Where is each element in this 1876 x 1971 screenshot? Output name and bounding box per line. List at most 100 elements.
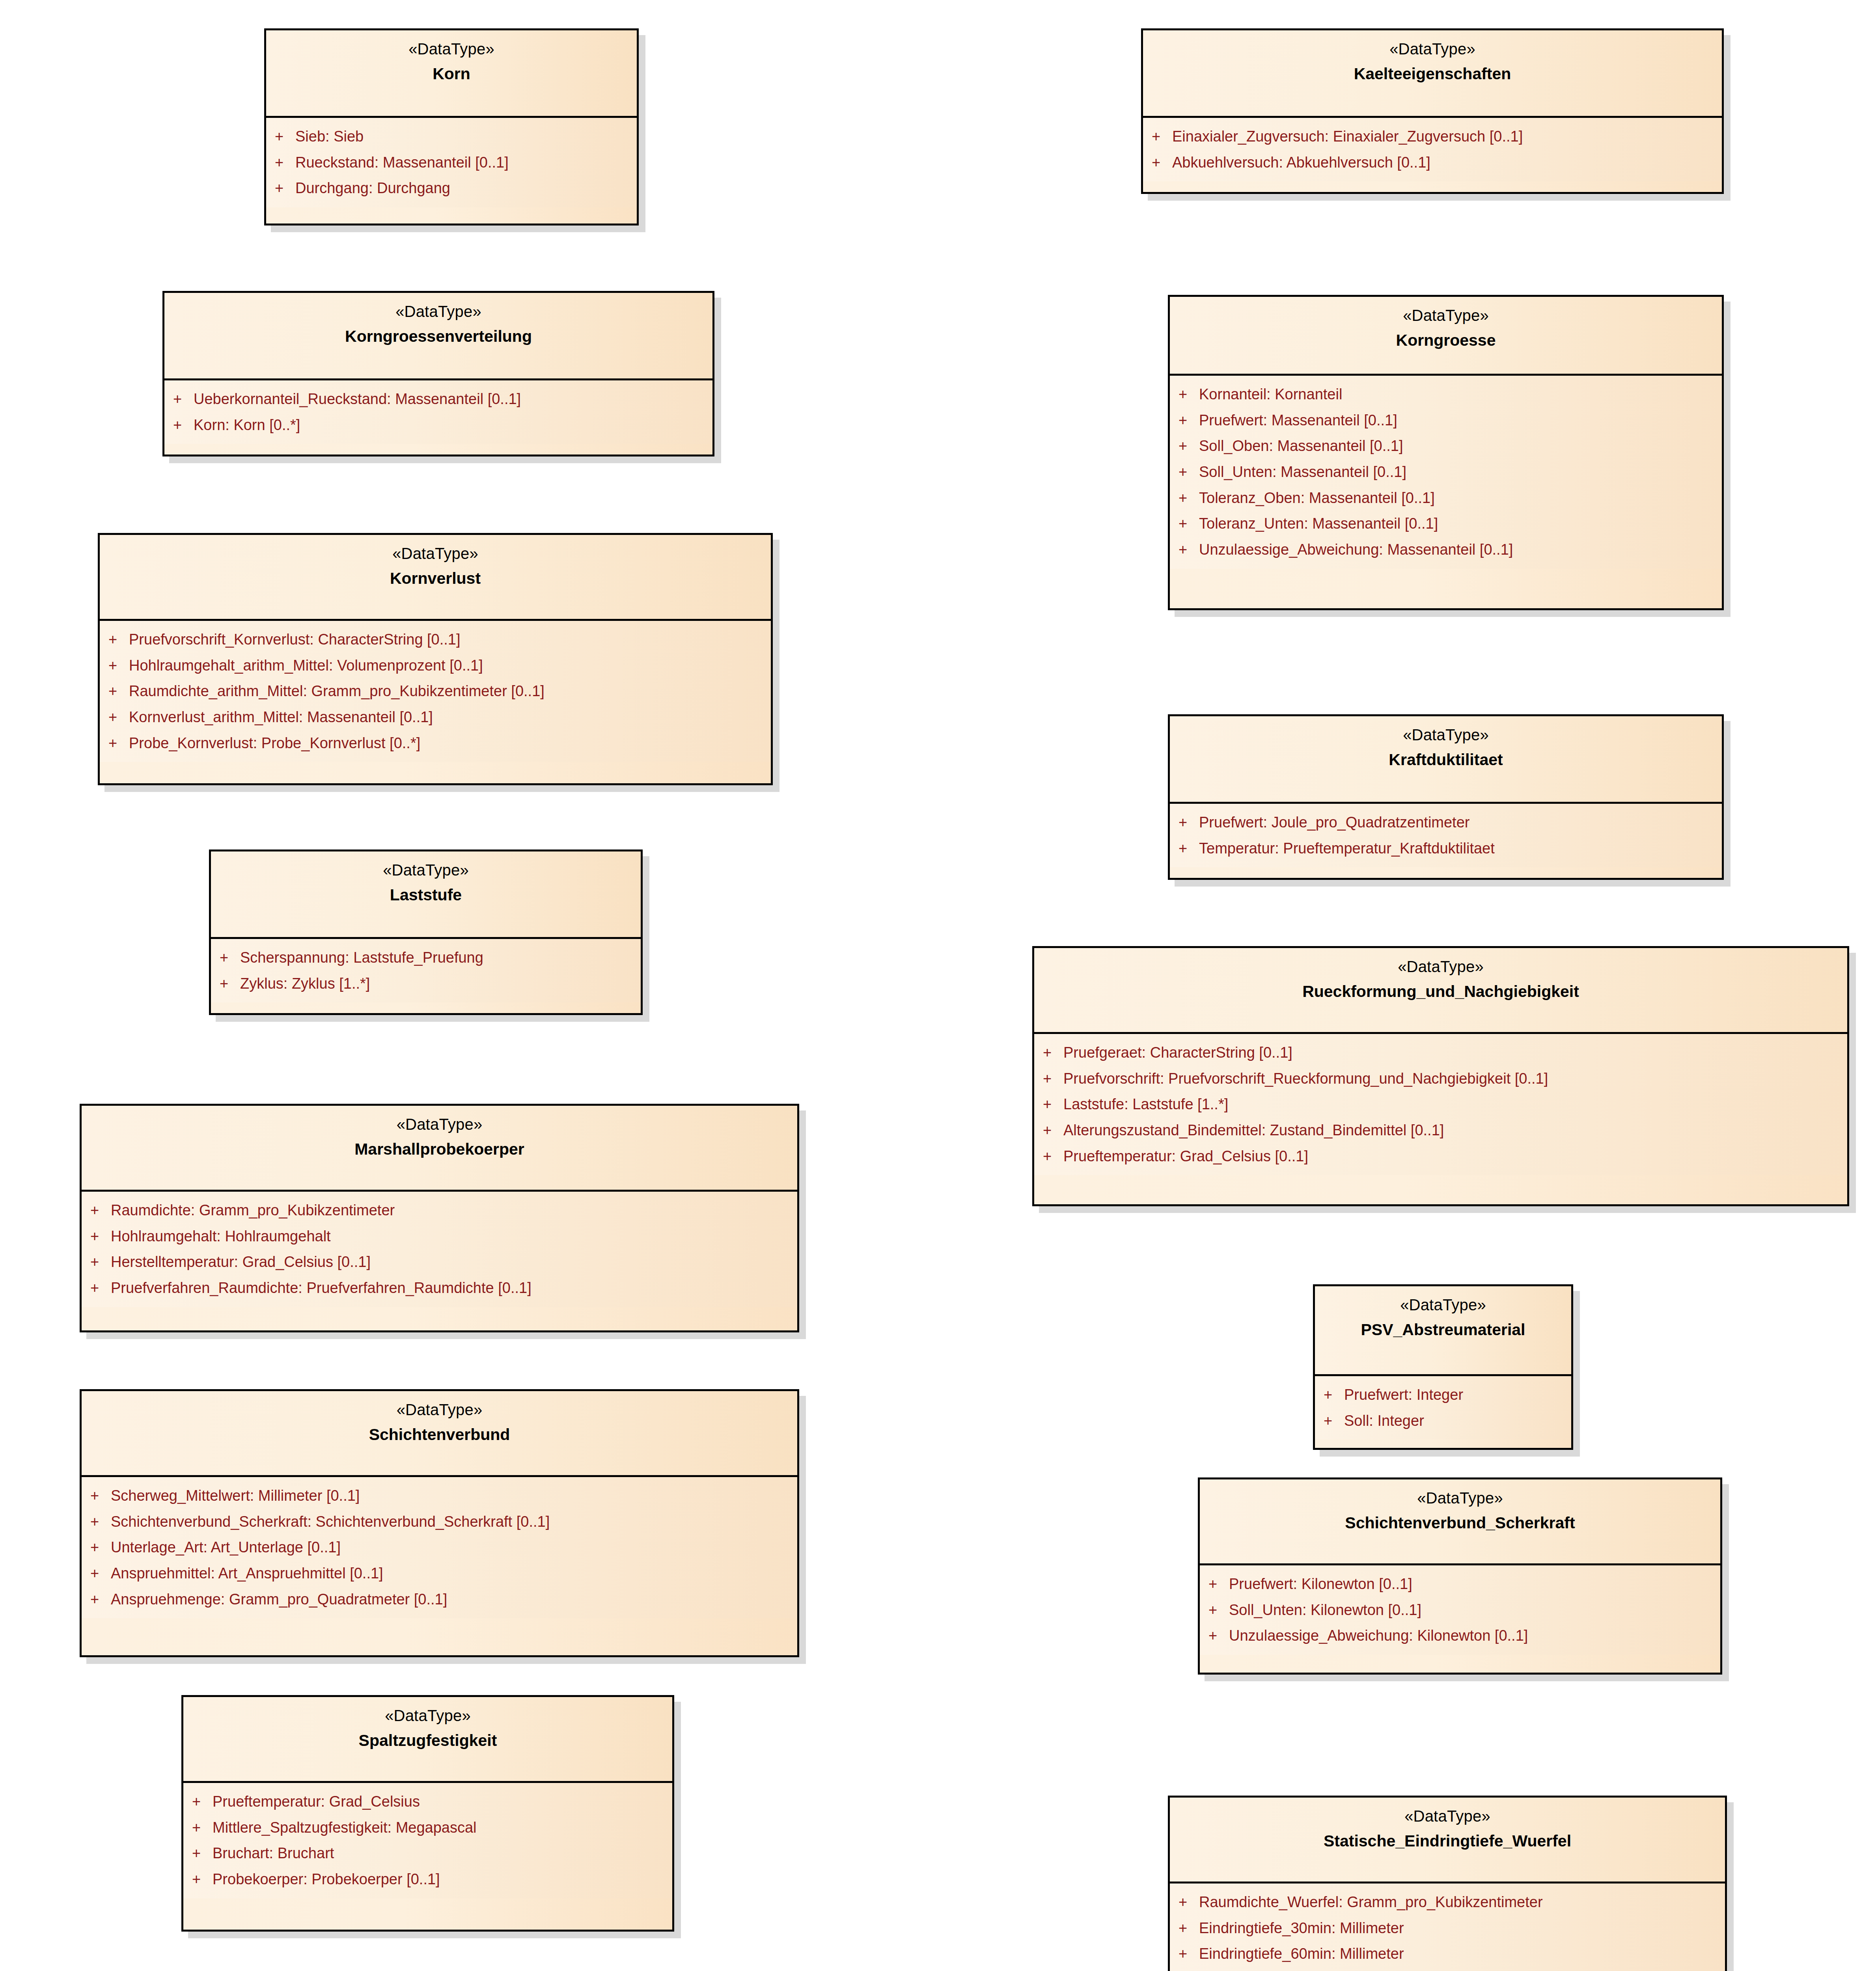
attribute-visibility: + [90, 1591, 111, 1608]
attribute-signature: Korn: Korn [0..*] [194, 417, 300, 434]
attribute-row: +Soll_Unten: Kilonewton [0..1] [1200, 1602, 1720, 1619]
attribute-visibility: + [1208, 1602, 1229, 1619]
attribute-row: +Sieb: Sieb [266, 128, 637, 145]
class-header: «DataType»Korngroesse [1170, 297, 1722, 376]
class-stereotype: «DataType» [89, 1400, 790, 1420]
uml-class-korngroessenverteilung[interactable]: «DataType» Korngroessenverteilung +Ueberko… [162, 291, 714, 456]
attribute-signature: Eindringtiefe_60min: Millimeter [1199, 1945, 1404, 1963]
attribute-row: +Prueftemperatur: Grad_Celsius [0..1] [1034, 1148, 1847, 1165]
attribute-row: +Hohlraumgehalt: Hohlraumgehalt [82, 1228, 797, 1245]
class-attribute-compartment: +Pruefwert: Integer+Soll: Integer [1315, 1376, 1571, 1440]
attribute-signature: Unzulaessige_Abweichung: Massenanteil [0… [1199, 541, 1513, 559]
attribute-visibility: + [108, 631, 129, 648]
attribute-row: +Scherweg_Mittelwert: Millimeter [0..1] [82, 1487, 797, 1505]
class-attribute-compartment: +Ueberkornanteil_Rueckstand: Massenantei… [164, 380, 712, 444]
attribute-visibility: + [192, 1793, 213, 1811]
attribute-signature: Soll: Integer [1344, 1412, 1424, 1430]
attribute-signature: Toleranz_Unten: Massenanteil [0..1] [1199, 515, 1438, 533]
class-name: Kornverlust [107, 568, 764, 589]
attribute-row: +Eindringtiefe_30min: Millimeter [1170, 1920, 1725, 1937]
attribute-signature: Pruefwert: Integer [1344, 1386, 1463, 1404]
class-header: «DataType»Korn [266, 30, 637, 118]
attribute-row: +Ueberkornanteil_Rueckstand: Massenantei… [164, 391, 712, 408]
attribute-signature: Durchgang: Durchgang [295, 180, 450, 197]
attribute-row: +Pruefvorschrift_Kornverlust: CharacterS… [100, 631, 771, 648]
attribute-visibility: + [1324, 1386, 1344, 1404]
attribute-row: +Herstelltemperatur: Grad_Celsius [0..1] [82, 1254, 797, 1271]
class-stereotype: «DataType» [190, 1706, 665, 1725]
uml-class-spaltzugfestigkeit[interactable]: «DataType»Spaltzugfestigkeit+Prueftemper… [181, 1695, 674, 1932]
class-name: Korngroessenverteilung [172, 326, 705, 347]
uml-class-rueckformung_und_nachgiebigkeit[interactable]: «DataType»Rueckformung_und_Nachgiebigkei… [1032, 946, 1849, 1206]
class-header: «DataType» Korngroessenverteilung [164, 293, 712, 380]
uml-class-kornverlust[interactable]: «DataType» Kornverlust +Pruefvorschrift_Ko… [98, 533, 773, 785]
attribute-row: +Laststufe: Laststufe [1..*] [1034, 1096, 1847, 1113]
attribute-signature: Abkuehlversuch: Abkuehlversuch [0..1] [1172, 154, 1430, 171]
attribute-row: +Raumdichte_Wuerfel: Gramm_pro_Kubikzent… [1170, 1894, 1725, 1911]
attribute-signature: Hohlraumgehalt: Hohlraumgehalt [111, 1228, 331, 1245]
uml-class-schichtenverbund[interactable]: «DataType» Schichtenverbund +Scherweg_Mitt… [80, 1389, 799, 1657]
class-header: «DataType»Statische_Eindringtiefe_Wuerfe… [1170, 1798, 1725, 1883]
attribute-signature: Raumdichte: Gramm_pro_Kubikzentimeter [111, 1202, 395, 1219]
attribute-visibility: + [1152, 154, 1172, 171]
attribute-signature: Probekoerper: Probekoerper [0..1] [213, 1871, 440, 1888]
attribute-visibility: + [1324, 1412, 1344, 1430]
attribute-signature: Mittlere_Spaltzugfestigkeit: Megapascal [213, 1819, 477, 1837]
attribute-visibility: + [1043, 1122, 1063, 1139]
attribute-visibility: + [90, 1565, 111, 1582]
attribute-visibility: + [1179, 412, 1199, 429]
attribute-visibility: + [275, 128, 295, 145]
attribute-visibility: + [1179, 515, 1199, 533]
class-stereotype: «DataType» [1177, 306, 1715, 325]
class-stereotype: «DataType» [172, 302, 705, 321]
attribute-visibility: + [275, 180, 295, 197]
uml-class-korngroesse[interactable]: «DataType»Korngroesse+Kornanteil: Kornan… [1168, 295, 1724, 610]
attribute-visibility: + [220, 975, 240, 993]
attribute-row: +Temperatur: Prueftemperatur_Kraftduktil… [1170, 840, 1722, 857]
attribute-visibility: + [192, 1845, 213, 1862]
attribute-visibility: + [173, 417, 194, 434]
uml-class-kraftduktilitaet[interactable]: «DataType»Kraftduktilitaet+Pruefwert: Jo… [1168, 714, 1724, 880]
attribute-row: +Probekoerper: Probekoerper [0..1] [183, 1871, 672, 1888]
attribute-signature: Laststufe: Laststufe [1..*] [1063, 1096, 1228, 1113]
attribute-signature: Ueberkornanteil_Rueckstand: Massenanteil… [194, 391, 521, 408]
class-stereotype: «DataType» [107, 544, 764, 563]
class-header: «DataType»PSV_Abstreumaterial [1315, 1286, 1571, 1376]
attribute-visibility: + [1179, 840, 1199, 857]
attribute-visibility: + [1043, 1148, 1063, 1165]
attribute-row: +Hohlraumgehalt_arithm_Mittel: Volumenpr… [100, 657, 771, 674]
class-attribute-compartment: +Pruefwert: Joule_pro_Quadratzentimeter+… [1170, 804, 1722, 867]
attribute-visibility: + [90, 1254, 111, 1271]
class-stereotype: «DataType» [218, 860, 634, 880]
attribute-row: +Probe_Kornverlust: Probe_Kornverlust [0… [100, 735, 771, 752]
uml-class-marshallprobekoerper[interactable]: «DataType»Marshallprobekoerper+Raumdicht… [80, 1104, 799, 1332]
attribute-visibility: + [90, 1202, 111, 1219]
attribute-visibility: + [1208, 1576, 1229, 1593]
attribute-visibility: + [1179, 541, 1199, 559]
attribute-signature: Herstelltemperatur: Grad_Celsius [0..1] [111, 1254, 371, 1271]
class-header: «DataType»Rueckformung_und_Nachgiebigkei… [1034, 948, 1847, 1034]
attribute-signature: Probe_Kornverlust: Probe_Kornverlust [0.… [129, 735, 420, 752]
attribute-row: +Toleranz_Oben: Massenanteil [0..1] [1170, 490, 1722, 507]
uml-class-schichtenverbund_scherkraft[interactable]: «DataType»Schichtenverbund_Scherkraft+Pr… [1198, 1477, 1722, 1675]
attribute-visibility: + [1179, 438, 1199, 455]
class-stereotype: «DataType» [273, 39, 630, 59]
uml-class-korn[interactable]: «DataType»Korn+Sieb: Sieb+Rueckstand: Ma… [264, 28, 639, 225]
attribute-visibility: + [90, 1280, 111, 1297]
attribute-visibility: + [1179, 386, 1199, 403]
attribute-row: +Schichtenverbund_Scherkraft: Schichtenv… [82, 1513, 797, 1531]
class-name: Kraftduktilitaet [1177, 749, 1715, 770]
attribute-visibility: + [108, 735, 129, 752]
uml-class-statische_eindringtiefe_wuerfel[interactable]: «DataType»Statische_Eindringtiefe_Wuerfe… [1168, 1796, 1727, 1971]
class-attribute-compartment: +Einaxialer_Zugversuch: Einaxialer_Zugve… [1143, 118, 1722, 181]
attribute-signature: Einaxialer_Zugversuch: Einaxialer_Zugver… [1172, 128, 1523, 145]
uml-class-laststufe[interactable]: «DataType»Laststufe+Scherspannung: Lasts… [209, 850, 643, 1015]
class-name: Kaelteeigenschaften [1150, 63, 1715, 84]
class-name: Schichtenverbund [89, 1424, 790, 1445]
attribute-visibility: + [192, 1819, 213, 1837]
attribute-visibility: + [1179, 1920, 1199, 1937]
uml-class-psv_abstreumaterial[interactable]: «DataType»PSV_Abstreumaterial+Pruefwert:… [1313, 1284, 1573, 1450]
uml-class-kaelteeigenschaften[interactable]: «DataType»Kaelteeigenschaften+Einaxialer… [1141, 28, 1724, 194]
attribute-signature: Hohlraumgehalt_arithm_Mittel: Volumenpro… [129, 657, 483, 674]
attribute-visibility: + [90, 1228, 111, 1245]
